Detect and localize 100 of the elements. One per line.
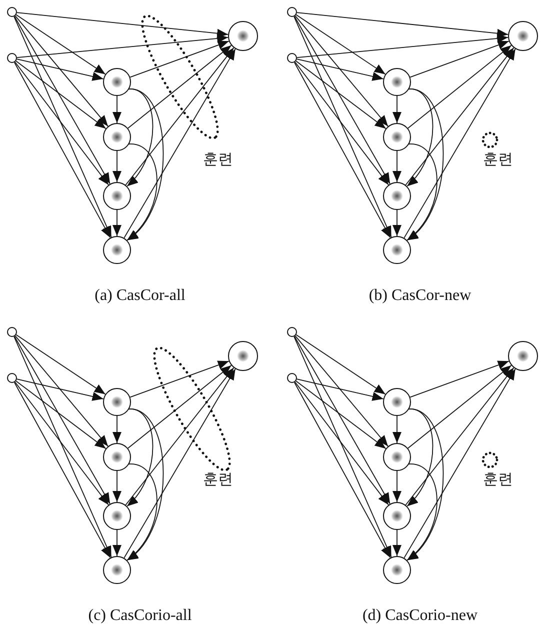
arrow: [16, 334, 106, 395]
arrow: [112, 150, 122, 182]
arrow: [407, 44, 512, 129]
arrow: [130, 360, 230, 398]
hidden-neuron: [383, 388, 411, 416]
arrow: [127, 44, 232, 129]
arrow: [14, 16, 112, 238]
input-node: [287, 53, 297, 63]
arrow: [14, 336, 110, 504]
output-neuron: [228, 341, 258, 371]
arrow: [294, 335, 388, 447]
input-node: [7, 327, 17, 337]
arrow: [16, 378, 104, 401]
training-label: 훈련: [483, 150, 513, 168]
arrow: [112, 470, 122, 502]
arrow: [14, 62, 109, 186]
arrow: [296, 58, 384, 81]
arrow: [294, 62, 391, 238]
arrow: [296, 14, 386, 75]
input-node: [287, 327, 297, 337]
hidden-neuron: [103, 502, 131, 530]
arrow: [294, 15, 388, 127]
hidden-neuron: [383, 68, 411, 96]
arrow: [126, 88, 154, 187]
panel-caption: (a) CasCor-all: [94, 286, 186, 306]
arrow: [404, 48, 516, 238]
input-node: [7, 373, 17, 383]
arrow: [405, 47, 514, 186]
hidden-neuron: [383, 556, 411, 584]
input-node: [287, 373, 297, 383]
arrow: [16, 58, 104, 81]
arrow: [16, 14, 106, 75]
arrow: [112, 210, 122, 236]
arrow: [16, 34, 229, 58]
arrow: [296, 12, 509, 38]
arrow: [124, 48, 236, 238]
panel-caption: (d) CasCorio-new: [361, 606, 479, 626]
arrow: [14, 382, 111, 558]
hidden-neuron: [383, 502, 411, 530]
arrow: [407, 364, 512, 449]
arrow: [16, 60, 106, 130]
arrow: [14, 382, 109, 506]
arrow: [406, 144, 438, 241]
hidden-neuron: [103, 443, 131, 471]
arrow: [406, 408, 444, 561]
arrow: [126, 464, 158, 561]
hidden-neuron: [383, 236, 411, 264]
training-label: 훈련: [203, 470, 233, 488]
arrow: [14, 336, 112, 558]
arrow: [14, 16, 110, 184]
arrow: [406, 464, 438, 561]
arrow: [16, 380, 106, 450]
arrow: [126, 144, 158, 241]
arrow: [294, 382, 391, 558]
arrow: [294, 16, 390, 184]
hidden-neuron: [103, 182, 131, 210]
training-label: 훈련: [203, 150, 233, 168]
arrow: [406, 88, 434, 187]
arrow: [410, 360, 510, 398]
arrow: [124, 368, 236, 558]
arrow: [112, 530, 122, 556]
arrow: [296, 34, 509, 58]
training-label: 훈련: [483, 470, 513, 488]
arrow: [126, 408, 164, 561]
arrow: [294, 336, 390, 504]
arrow: [406, 408, 434, 507]
arrow: [294, 336, 392, 558]
arrow: [125, 47, 234, 186]
hidden-neuron: [103, 236, 131, 264]
hidden-neuron: [383, 182, 411, 210]
arrow: [125, 367, 234, 506]
arrow: [392, 96, 402, 124]
hidden-neuron: [383, 443, 411, 471]
arrow: [392, 210, 402, 236]
arrow: [406, 88, 444, 241]
arrow: [14, 335, 108, 447]
output-neuron: [508, 21, 538, 51]
arrow: [296, 378, 384, 401]
panel-caption: (b) CasCor-new: [368, 286, 472, 306]
arrow: [112, 416, 122, 444]
hidden-neuron: [383, 123, 411, 151]
arrow: [126, 408, 154, 507]
arrow: [130, 40, 230, 78]
arrow: [405, 367, 514, 506]
output-neuron: [508, 341, 538, 371]
hidden-neuron: [103, 388, 131, 416]
hidden-neuron: [103, 556, 131, 584]
arrow: [127, 364, 232, 449]
arrow: [14, 62, 111, 238]
arrow: [14, 15, 108, 127]
input-node: [287, 7, 297, 17]
arrow: [16, 12, 229, 38]
arrow: [392, 150, 402, 182]
arrow: [296, 380, 386, 450]
arrow: [404, 368, 516, 558]
arrow: [392, 416, 402, 444]
arrow: [294, 62, 389, 186]
arrow: [112, 96, 122, 124]
hidden-neuron: [103, 123, 131, 151]
arrow: [296, 334, 386, 395]
